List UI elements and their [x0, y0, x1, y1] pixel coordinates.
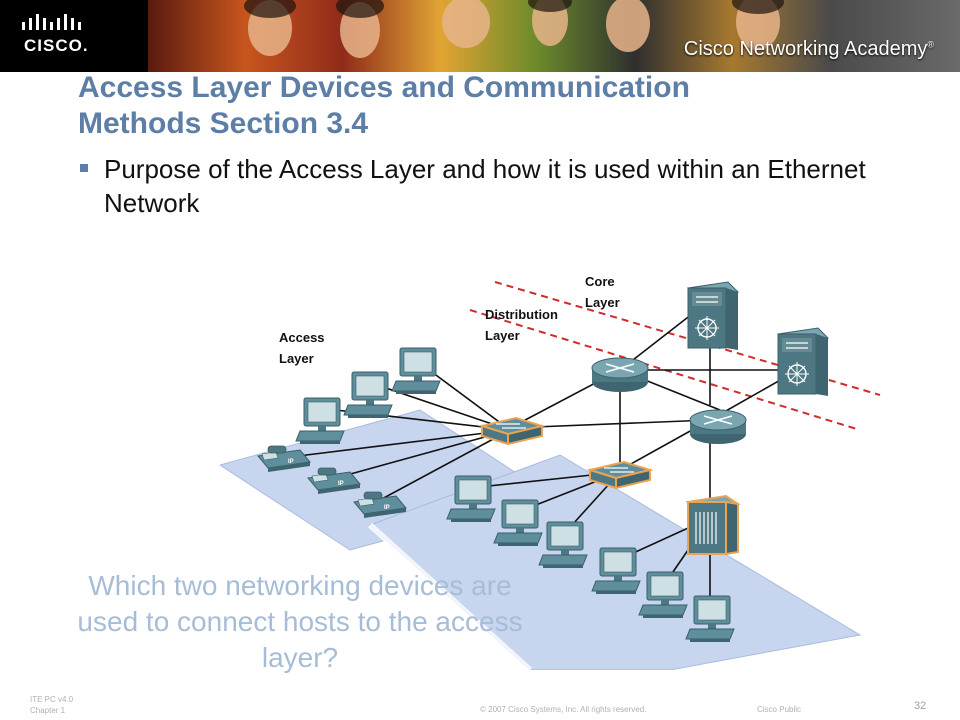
core-multilayer-switch-icon	[687, 281, 739, 351]
page-number: 32	[914, 700, 927, 712]
header-banner: CISCO	[0, 0, 960, 72]
core-layer-label-1: Core	[585, 274, 615, 289]
access-layer-label-2: Layer	[279, 351, 314, 366]
academy-name: Cisco Networking Academy	[683, 38, 928, 60]
cisco-logo-bars-icon	[22, 14, 81, 30]
bullet-item: Purpose of the Access Layer and how it i…	[80, 152, 890, 220]
cisco-wordmark: CISCO	[24, 36, 89, 56]
cisco-logo: CISCO	[0, 0, 148, 72]
footer-chapter: Chapter 1	[30, 706, 66, 715]
academy-wordmark: Cisco Networking Academy®	[684, 38, 934, 61]
bullet-text: Purpose of the Access Layer and how it i…	[104, 154, 866, 218]
pc-icon	[391, 347, 441, 395]
core-layer-label-2: Layer	[585, 295, 620, 310]
distribution-router-icon	[591, 357, 649, 393]
slide-title: Access Layer Devices and Communication M…	[78, 70, 918, 142]
distribution-router-icon	[689, 409, 747, 445]
footer-copyright: © 2007 Cisco Systems, Inc. All rights re…	[480, 705, 647, 714]
footer-course: ITE PC v4.0	[30, 695, 74, 704]
core-multilayer-switch-icon	[777, 327, 829, 397]
question-text: Which two networking devices are used to…	[77, 570, 523, 673]
footer-classification: Cisco Public	[757, 705, 802, 714]
distribution-layer-label-2: Layer	[485, 328, 520, 343]
distribution-access-boundary	[494, 281, 881, 396]
slide-title-line-1: Access Layer Devices and Communication	[78, 71, 690, 104]
slide-title-line-2: Methods Section 3.4	[78, 107, 369, 140]
footer-course-info: ITE PC v4.0 Chapter 1	[30, 694, 73, 716]
distribution-layer-label-1: Distribution	[485, 307, 558, 322]
pc-icon	[295, 397, 345, 445]
academy-trademark: ®	[927, 39, 934, 50]
header-photo-collage	[148, 0, 960, 72]
access-layer-label-1: Access	[279, 330, 325, 345]
pc-icon	[343, 371, 393, 419]
server-icon	[687, 495, 739, 555]
hierarchical-network-diagram: IP	[220, 274, 881, 670]
square-bullet-icon	[80, 164, 88, 172]
